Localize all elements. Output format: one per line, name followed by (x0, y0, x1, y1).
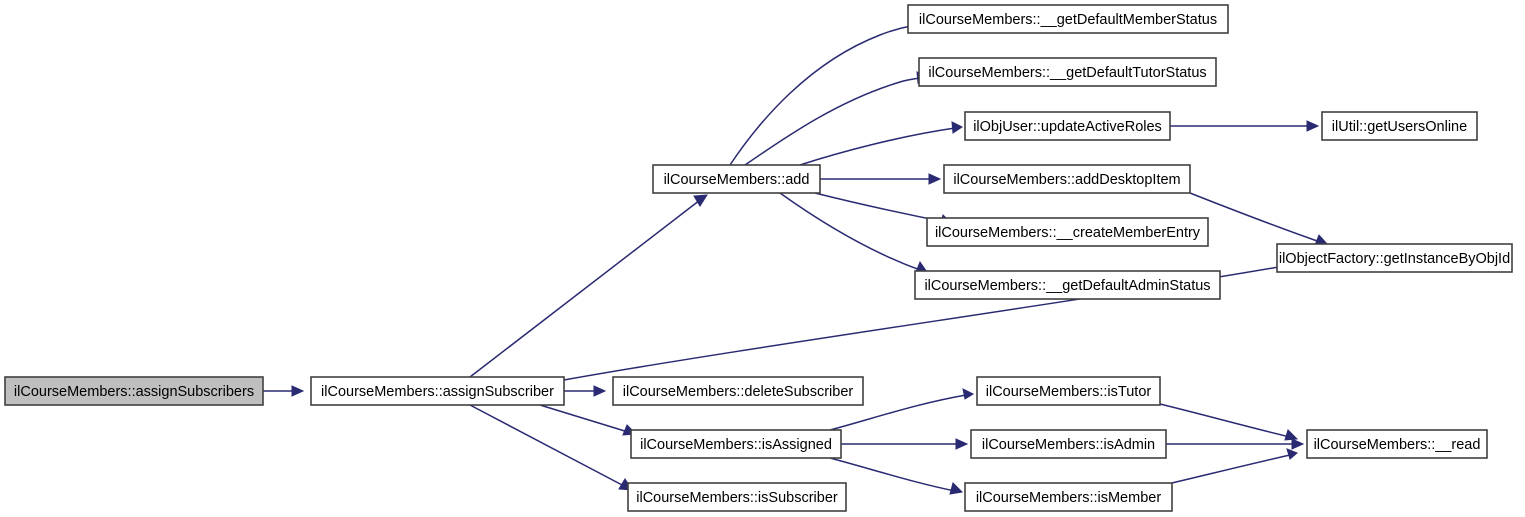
edge-arrowhead (949, 482, 964, 495)
graph-node-updateActiveRoles[interactable]: ilObjUser::updateActiveRoles (964, 111, 1171, 141)
graph-node-read[interactable]: ilCourseMembers::__read (1306, 429, 1488, 459)
graph-node-deleteSubscriber[interactable]: ilCourseMembers::deleteSubscriber (612, 376, 864, 406)
node-box[interactable] (970, 429, 1167, 459)
edge-layer (263, 19, 1329, 495)
call-edge-add-to-getDefaultMemberStatus (729, 19, 919, 166)
graph-node-addDesktopItem[interactable]: ilCourseMembers::addDesktopItem (943, 164, 1191, 194)
call-edge-updateActiveRoles-to-getUsersOnline (1170, 120, 1320, 132)
node-box[interactable] (918, 57, 1217, 87)
graph-node-isAssigned[interactable]: ilCourseMembers::isAssigned (630, 429, 842, 459)
graph-node-assignSubscriber[interactable]: ilCourseMembers::assignSubscriber (310, 376, 565, 406)
call-edge-add-to-getDefaultAdminStatus (779, 192, 928, 273)
graph-node-getDefaultTutorStatus[interactable]: ilCourseMembers::__getDefaultTutorStatus (918, 57, 1217, 87)
edge-arrowhead (1306, 120, 1320, 132)
graph-node-getDefaultMemberStatus[interactable]: ilCourseMembers::__getDefaultMemberStatu… (907, 4, 1229, 34)
call-edge-add-to-updateActiveRoles (799, 121, 963, 166)
edge-arrowhead (593, 385, 607, 397)
graph-node-isMember[interactable]: ilCourseMembers::isMember (964, 482, 1173, 512)
node-box[interactable] (964, 482, 1173, 512)
node-box[interactable] (1306, 429, 1488, 459)
call-edge-isAssigned-to-isAdmin (841, 438, 969, 450)
edge-arrowhead (693, 194, 708, 207)
call-edge-addDesktopItem-to-getInstanceByObjId (1189, 192, 1329, 246)
call-edge-isAssigned-to-isTutor (829, 388, 975, 431)
graph-node-isAdmin[interactable]: ilCourseMembers::isAdmin (970, 429, 1167, 459)
node-box[interactable] (1276, 243, 1513, 273)
graph-node-getInstanceByObjId[interactable]: ilObjectFactory::getInstanceByObjId (1276, 243, 1513, 273)
node-box[interactable] (964, 111, 1171, 141)
edge-arrowhead (962, 388, 975, 400)
edge-arrowhead (291, 385, 305, 397)
edge-arrowhead (951, 121, 963, 134)
node-box[interactable] (310, 376, 565, 406)
node-box[interactable] (976, 376, 1161, 406)
node-box[interactable] (943, 164, 1191, 194)
edge-arrowhead (928, 173, 942, 185)
call-edge-assignSubscriber-to-add (469, 194, 708, 378)
call-edge-isAssigned-to-isMember (829, 457, 964, 495)
call-edge-assignSubscriber-to-isAssigned (539, 404, 638, 436)
call-edge-add-to-getDefaultTutorStatus (744, 71, 928, 166)
call-edge-assignSubscriber-to-deleteSubscriber (564, 385, 607, 397)
graph-node-createMemberEntry[interactable]: ilCourseMembers::__createMemberEntry (926, 217, 1209, 247)
node-box[interactable] (4, 376, 264, 406)
graph-node-add[interactable]: ilCourseMembers::add (652, 164, 821, 194)
node-box[interactable] (627, 482, 847, 512)
graph-node-assignSubscribers[interactable]: ilCourseMembers::assignSubscribers (4, 376, 264, 406)
call-edge-add-to-addDesktopItem (820, 173, 942, 185)
edge-arrowhead (1284, 429, 1299, 441)
call-edge-assignSubscriber-to-isSubscriber (469, 404, 633, 491)
node-box[interactable] (612, 376, 864, 406)
graph-node-isSubscriber[interactable]: ilCourseMembers::isSubscriber (627, 482, 847, 512)
node-box[interactable] (630, 429, 842, 459)
call-edge-assignSubscribers-to-assignSubscriber (263, 385, 305, 397)
node-box[interactable] (907, 4, 1229, 34)
node-box[interactable] (1321, 111, 1478, 141)
edge-arrowhead (955, 438, 969, 450)
node-box[interactable] (926, 217, 1209, 247)
graph-node-getUsersOnline[interactable]: ilUtil::getUsersOnline (1321, 111, 1478, 141)
edge-arrowhead (1291, 438, 1305, 450)
node-box[interactable] (652, 164, 821, 194)
node-box[interactable] (914, 270, 1221, 300)
call-edge-isMember-to-read (1171, 448, 1298, 484)
edge-arrowhead (1286, 448, 1298, 460)
graph-node-isTutor[interactable]: ilCourseMembers::isTutor (976, 376, 1161, 406)
call-edge-isTutor-to-read (1159, 403, 1299, 441)
graph-node-getDefaultAdminStatus[interactable]: ilCourseMembers::__getDefaultAdminStatus (914, 270, 1221, 300)
call-edge-isAdmin-to-read (1166, 438, 1305, 450)
